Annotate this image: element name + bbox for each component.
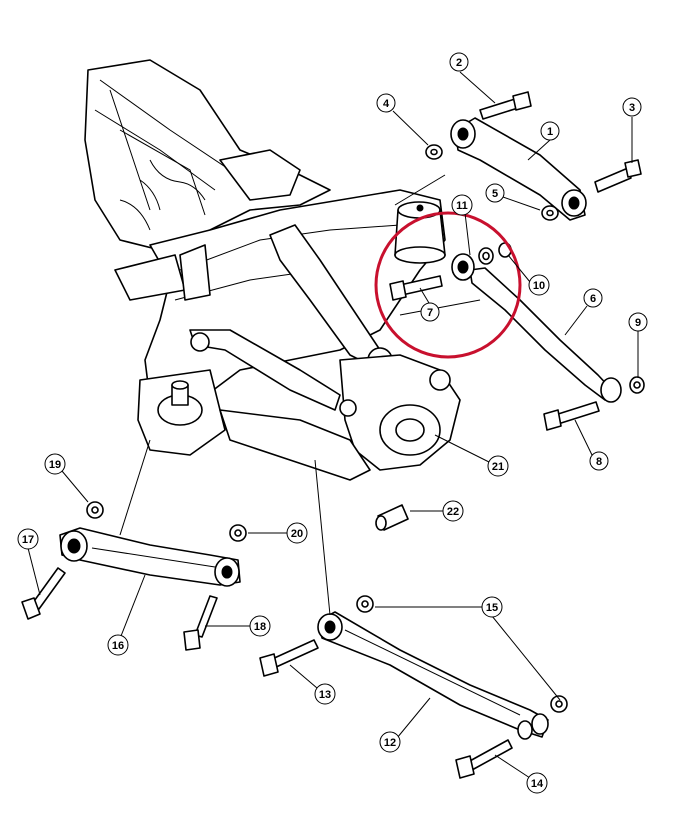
callout-13: 13 [289, 664, 336, 705]
callout-5: 5 [485, 183, 541, 211]
bushing-11 [451, 242, 512, 281]
callout-10: 10 [507, 254, 550, 296]
svg-text:17: 17 [22, 534, 34, 546]
callout-21: 21 [434, 434, 509, 477]
svg-text:1: 1 [547, 126, 553, 138]
highlight-circle [374, 211, 522, 359]
callout-12: 12 [379, 697, 431, 753]
callout-16: 16 [107, 574, 146, 656]
upper-link-arm [450, 117, 587, 221]
svg-text:5: 5 [492, 188, 498, 200]
bolt-3 [594, 159, 642, 193]
callout-4: 4 [376, 93, 429, 146]
bolt-13 [259, 639, 319, 677]
callout-9: 9 [628, 312, 648, 378]
nut-9 [629, 376, 645, 394]
callout-6: 6 [564, 288, 603, 336]
bolt-14 [455, 739, 513, 779]
nut-15a [356, 595, 374, 613]
svg-text:15: 15 [486, 602, 498, 614]
svg-text:21: 21 [492, 461, 504, 473]
svg-text:20: 20 [291, 528, 303, 540]
callout-3: 3 [622, 97, 642, 163]
callout-15: 15 [375, 596, 561, 701]
callout-20: 20 [248, 522, 308, 544]
svg-text:14: 14 [531, 778, 544, 790]
svg-text:12: 12 [384, 737, 396, 749]
lower-frame-arm [219, 409, 371, 481]
nut-4 [425, 144, 443, 160]
bolt-18 [183, 595, 218, 651]
nut-20 [229, 524, 247, 542]
svg-text:2: 2 [456, 57, 462, 69]
nut-15b [550, 695, 568, 713]
assembly-guide-lines [119, 174, 481, 616]
lower-link-arm-16 [59, 527, 241, 587]
callout-2: 2 [449, 52, 496, 104]
toe-link-arm [469, 267, 622, 403]
rear-crossmember [84, 59, 446, 421]
callout-18: 18 [205, 615, 271, 637]
svg-text:22: 22 [447, 506, 459, 518]
spring-isolator [394, 201, 446, 264]
callout-8: 8 [574, 419, 609, 471]
callout-17: 17 [17, 528, 41, 596]
bushing-22 [375, 504, 409, 531]
svg-text:9: 9 [635, 317, 641, 329]
lower-link-arm-12 [317, 611, 549, 740]
svg-text:10: 10 [533, 280, 545, 292]
bolt-7 [389, 275, 443, 301]
svg-text:3: 3 [629, 102, 635, 114]
svg-text:4: 4 [383, 98, 390, 110]
svg-text:8: 8 [596, 456, 602, 468]
svg-text:13: 13 [319, 689, 331, 701]
svg-text:7: 7 [427, 307, 433, 319]
svg-text:11: 11 [456, 200, 468, 212]
svg-text:16: 16 [112, 640, 124, 652]
callout-1: 1 [527, 121, 560, 161]
svg-text:18: 18 [254, 621, 266, 633]
nut-5 [541, 205, 559, 221]
svg-text:6: 6 [590, 293, 596, 305]
nut-19 [86, 501, 104, 519]
callout-19: 19 [44, 453, 89, 503]
svg-text:19: 19 [49, 459, 61, 471]
callout-7: 7 [419, 287, 440, 322]
bolt-8 [543, 401, 600, 431]
callout-14: 14 [494, 754, 548, 794]
callout-11: 11 [451, 194, 473, 256]
callout-22: 22 [410, 500, 464, 522]
rear-knuckle [339, 354, 461, 471]
left-bushing-mount [137, 369, 226, 456]
bolt-2 [479, 91, 532, 120]
bolt-17 [21, 567, 66, 620]
